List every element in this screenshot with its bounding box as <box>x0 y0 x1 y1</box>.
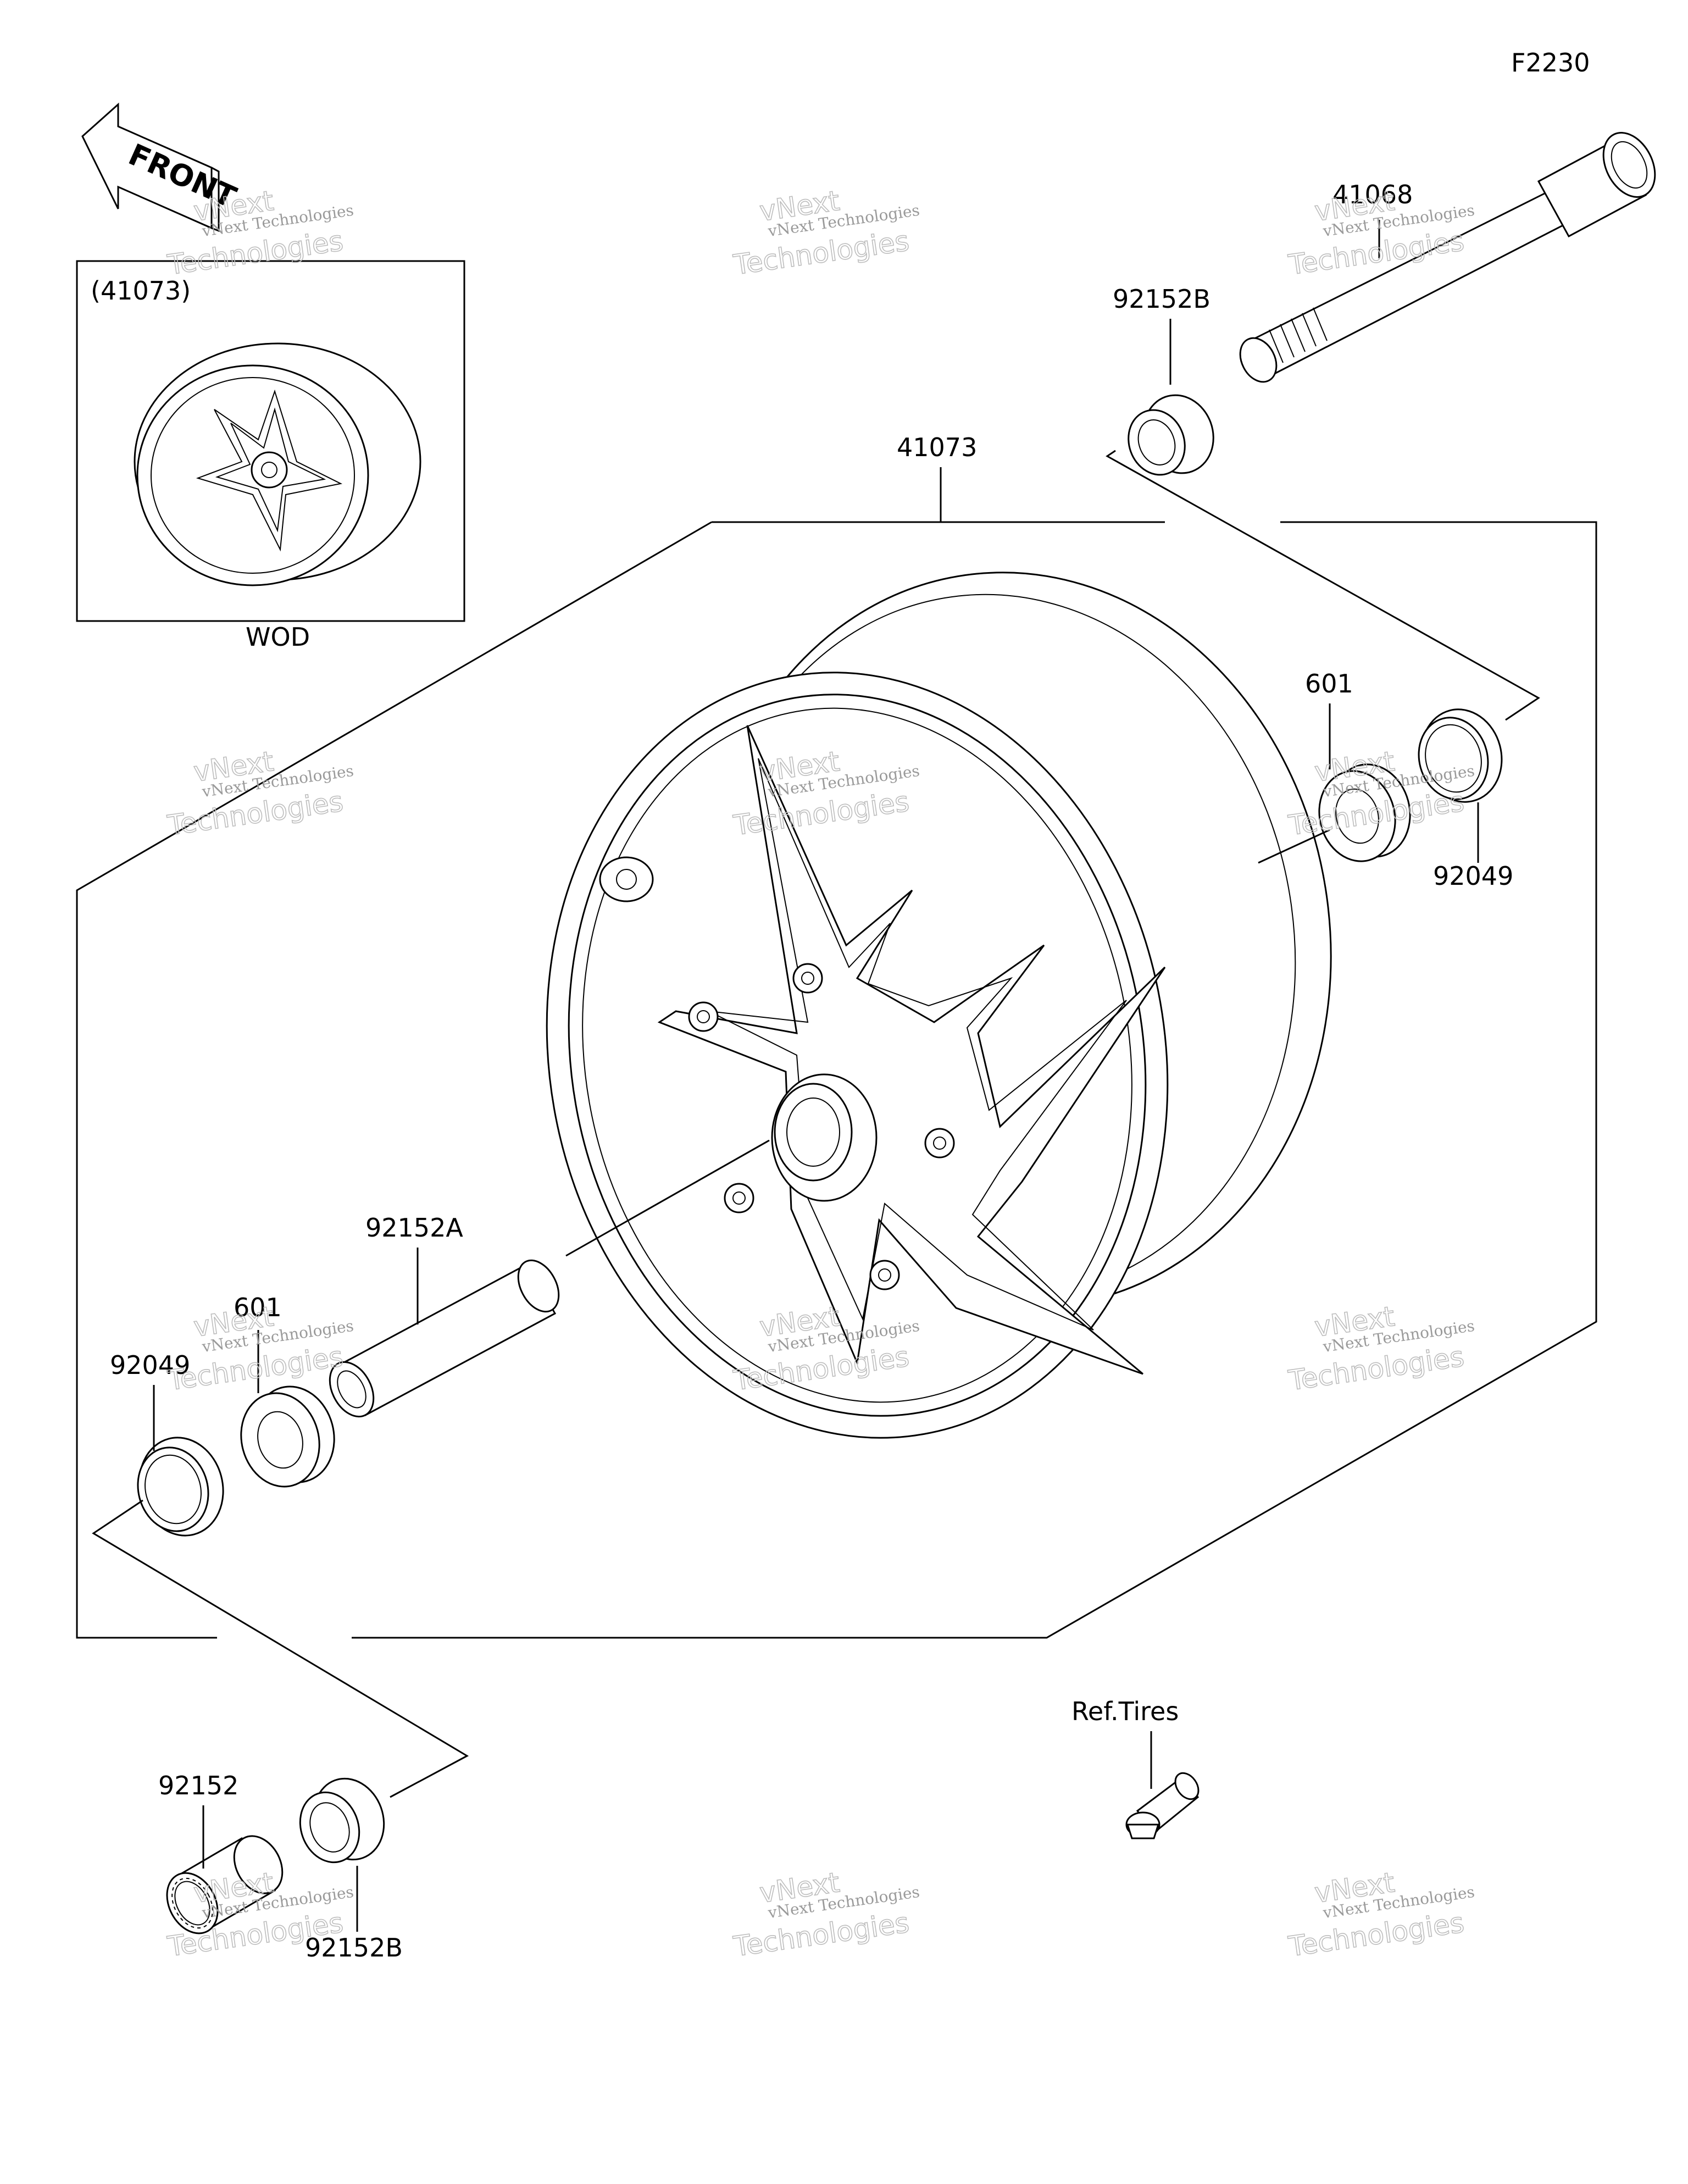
callout-bearing-left: 601 <box>234 1293 282 1322</box>
collar-left <box>299 1777 385 1864</box>
svg-text:Technologies: Technologies <box>165 1340 345 1396</box>
callout-valve-ref: Ref.Tires <box>1071 1697 1179 1726</box>
callout-axle: 41068 <box>1332 180 1413 209</box>
svg-text:Technologies: Technologies <box>165 785 345 841</box>
callout-spacer: 92152A <box>365 1213 463 1243</box>
assembly-line-right <box>1106 450 1540 721</box>
callout-bearing-right: 601 <box>1305 669 1353 699</box>
spacer-92152A <box>329 1259 560 1418</box>
callout-collar-left-inner: 92152 <box>158 1771 238 1800</box>
assembly-line-left <box>92 1499 469 1798</box>
svg-text:Technologies: Technologies <box>1286 1906 1466 1963</box>
svg-text:Technologies: Technologies <box>731 225 911 281</box>
callout-wheel: 41073 <box>897 433 977 462</box>
axis-line-right <box>1258 829 1330 864</box>
valve-stem <box>1125 1772 1200 1839</box>
wheel-drawing <box>546 572 1332 1439</box>
collar-right <box>1128 394 1214 476</box>
group-bracket-left <box>76 521 712 1639</box>
callout-collar-left-outer: 92152B <box>305 1933 403 1963</box>
group-bracket-right <box>352 521 1597 1639</box>
svg-text:Technologies: Technologies <box>165 225 345 281</box>
svg-text:Technologies: Technologies <box>731 1906 911 1963</box>
callout-seal-right: 92049 <box>1433 861 1513 891</box>
callout-collar-right: 92152B <box>1113 284 1211 314</box>
inset-caption: WOD <box>246 622 310 652</box>
bearing-right <box>1318 763 1411 862</box>
callout-seal-left: 92049 <box>110 1350 190 1380</box>
axis-line-center <box>565 1139 770 1257</box>
collar-92152 <box>166 1835 284 1934</box>
bearing-left <box>240 1385 335 1488</box>
inset-box: (41073) WOD <box>76 260 465 652</box>
seal-left <box>137 1437 224 1537</box>
inset-wheel <box>134 342 421 586</box>
figure-code: F2230 <box>1511 48 1590 77</box>
svg-text:Technologies: Technologies <box>1286 1340 1466 1396</box>
seal-right <box>1418 708 1503 803</box>
axle-41068 <box>1239 132 1656 383</box>
inset-part-ref: (41073) <box>91 276 191 306</box>
